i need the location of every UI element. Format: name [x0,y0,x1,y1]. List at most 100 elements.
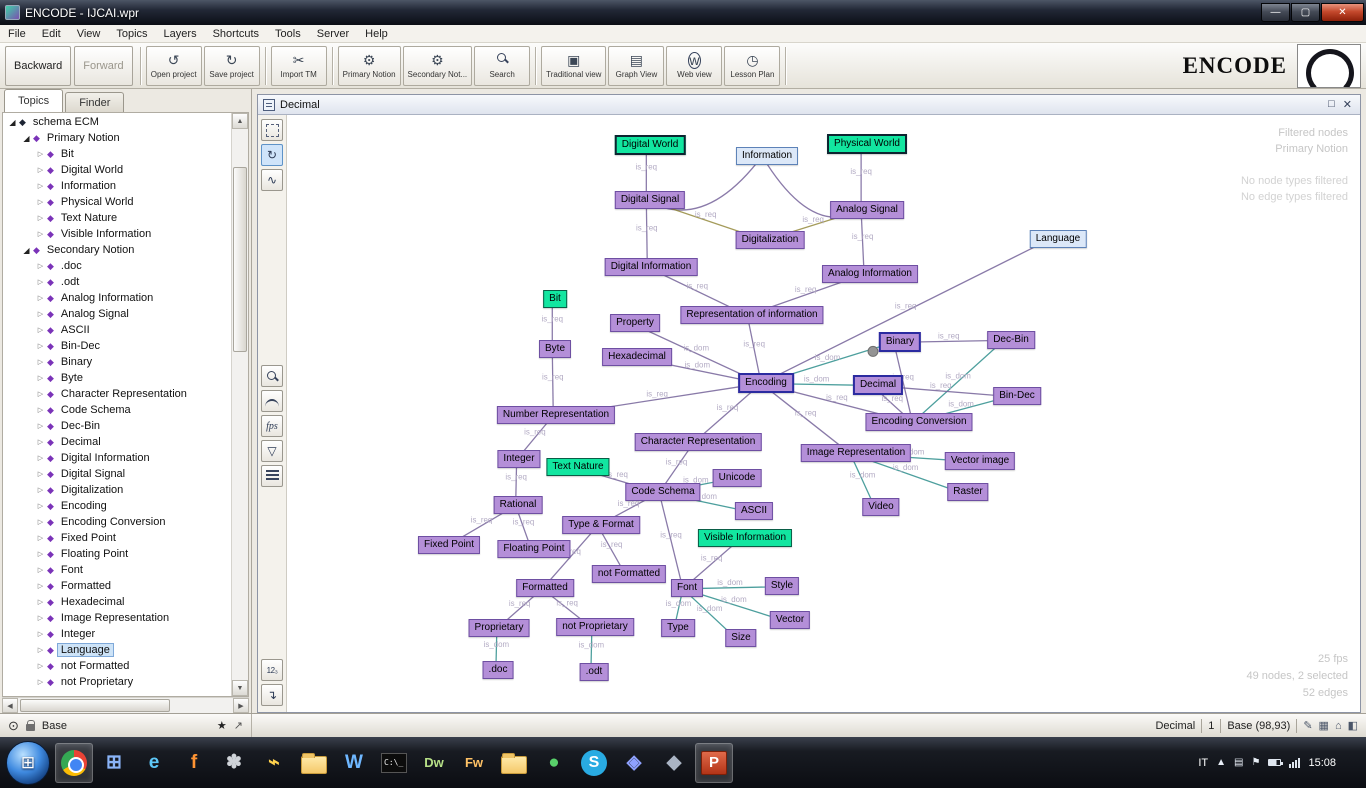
graph-node-image-representation[interactable]: Image Representation [800,444,912,462]
secondary-notion-button[interactable]: ⚙Secondary Not... [402,45,473,86]
expand-arrow-icon[interactable]: ▷ [37,279,44,286]
firefox-icon[interactable]: f [190,751,198,773]
language-indicator[interactable]: IT [1198,756,1209,769]
cube-icon[interactable]: ◈ [626,752,642,773]
tree-item-primary-notion[interactable]: ◢◆Primary Notion [3,130,231,146]
expand-arrow-icon[interactable]: ▷ [37,215,44,222]
expand-arrow-icon[interactable]: ▷ [37,391,44,398]
fps-toggle-icon[interactable]: fps [261,415,283,437]
tree-item-fixed-point[interactable]: ▷◆Fixed Point [3,530,231,546]
folder-icon[interactable] [295,743,333,783]
expand-arrow-icon[interactable]: ▷ [37,375,44,382]
graph-node-font[interactable]: Font [670,579,704,597]
minimize-icon[interactable]: — [1261,3,1290,22]
tree-item-encoding-conversion[interactable]: ▷◆Encoding Conversion [3,514,231,530]
menu-tools[interactable]: Tools [275,27,301,40]
expand-arrow-icon[interactable]: ▷ [37,647,44,654]
backward-button[interactable]: Backward [5,45,72,86]
tree-item-secondary-notion[interactable]: ◢◆Secondary Notion [3,242,231,258]
search-button[interactable]: Search [474,45,531,86]
skype-icon[interactable]: S [575,743,613,783]
primary-notion-button[interactable]: ⚙Primary Notion [337,45,401,86]
graph-node-visible-information[interactable]: Visible Information [697,529,793,547]
graph-node-digital-information[interactable]: Digital Information [604,258,698,276]
lock-icon[interactable] [25,719,35,731]
graph-node-code-schema[interactable]: Code Schema [625,483,701,501]
expand-arrow-icon[interactable]: ▷ [37,343,44,350]
graph-node-floating-point[interactable]: Floating Point [497,540,571,558]
graph-view-button[interactable]: ▤Graph View [608,45,665,86]
maximize-icon[interactable]: ▢ [1291,3,1320,22]
tree-item-digital-signal[interactable]: ▷◆Digital Signal [3,466,231,482]
expand-arrow-icon[interactable]: ▷ [37,167,44,174]
tree-item-schema-ecm[interactable]: ◢◆schema ECM [3,114,231,130]
expand-arrow-icon[interactable]: ▷ [37,199,44,206]
expand-arrow-icon[interactable]: ▷ [37,679,44,686]
open-project-button[interactable]: ↺Open project [145,45,202,86]
expand-arrow-icon[interactable]: ▷ [37,455,44,462]
menu-view[interactable]: View [76,27,101,40]
scroll-down-icon[interactable]: ▼ [232,680,248,696]
tree-item-visible-information[interactable]: ▷◆Visible Information [3,226,231,242]
tab-finder[interactable]: Finder [65,92,125,112]
expand-arrow-icon[interactable]: ▷ [37,583,44,590]
expand-arrow-icon[interactable]: ▷ [37,567,44,574]
graph-node-raster[interactable]: Raster [947,483,989,501]
collapse-arrow-icon[interactable]: ◢ [9,117,16,127]
graph-node-style[interactable]: Style [764,577,800,595]
expand-arrow-icon[interactable]: ▷ [37,663,44,670]
graph-node-unicode[interactable]: Unicode [712,469,762,487]
panel-maximize-icon[interactable]: □ [1328,98,1335,110]
tree-item-analog-information[interactable]: ▷◆Analog Information [3,290,231,306]
tree-horizontal-scrollbar[interactable]: ◀ ▶ [2,697,249,713]
scrollbar-thumb[interactable] [20,699,170,712]
graph-node-encoding[interactable]: Encoding [738,373,794,393]
import-tm-button[interactable]: ✂Import TM [270,45,327,86]
clock[interactable]: 15:08 [1308,756,1336,769]
scroll-left-icon[interactable]: ◀ [2,698,18,713]
tree-item-physical-world[interactable]: ▷◆Physical World [3,194,231,210]
tree-item-character-representation[interactable]: ▷◆Character Representation [3,386,231,402]
graph-node-ascii[interactable]: ASCII [734,502,774,520]
start-button[interactable]: ⊞ [6,740,50,785]
expand-arrow-icon[interactable]: ▷ [37,439,44,446]
dreamweaver-icon[interactable]: Dw [424,755,444,770]
network-icon[interactable] [1289,757,1301,768]
expand-arrow-icon[interactable]: ▷ [37,183,44,190]
expand-arrow-icon[interactable]: ▷ [37,503,44,510]
graph-node-type[interactable]: Type [661,619,695,637]
expand-arrow-icon[interactable]: ▷ [37,519,44,526]
graph-node-physical-world[interactable]: Physical World [827,134,907,154]
menu-help[interactable]: Help [365,27,388,40]
graph-node-encoding-conversion[interactable]: Encoding Conversion [865,413,973,431]
tree-item-digital-world[interactable]: ▷◆Digital World [3,162,231,178]
graph-node-video[interactable]: Video [862,498,900,516]
folder2-icon[interactable] [495,743,533,783]
graph-node-vector[interactable]: Vector [769,611,811,629]
graph-node-analog-information[interactable]: Analog Information [822,265,918,283]
panel-close-icon[interactable]: ✕ [1342,99,1352,111]
chrome-icon[interactable] [55,742,93,783]
expand-arrow-icon[interactable]: ▷ [37,151,44,158]
fit-view-icon[interactable] [261,119,283,141]
graph-node-property[interactable]: Property [610,314,660,332]
internet-explorer-icon[interactable]: e [148,751,160,773]
return-arrow-icon[interactable]: ↴ [261,684,283,706]
graph-node-digital-signal[interactable]: Digital Signal [614,191,686,209]
powerpoint-icon[interactable]: P [695,742,733,783]
tree-item-byte[interactable]: ▷◆Byte [3,370,231,386]
menu-edit[interactable]: Edit [41,27,61,40]
graph-node-integer[interactable]: Integer [497,450,541,468]
fireworks-icon[interactable]: Fw [464,755,484,770]
expand-arrow-icon[interactable]: ▷ [37,295,44,302]
graph-node-binary[interactable]: Binary [878,332,922,352]
tray-clipboard-icon[interactable]: ▤ [1234,757,1244,768]
menu-file[interactable]: File [8,27,26,40]
word-icon[interactable]: W [345,751,363,773]
graph-node-bit[interactable]: Bit [543,290,567,308]
expand-arrow-icon[interactable]: ▷ [37,615,44,622]
graph-node-formatted[interactable]: Formatted [516,579,574,597]
tree-item-information[interactable]: ▷◆Information [3,178,231,194]
battery-icon[interactable] [1268,759,1284,766]
